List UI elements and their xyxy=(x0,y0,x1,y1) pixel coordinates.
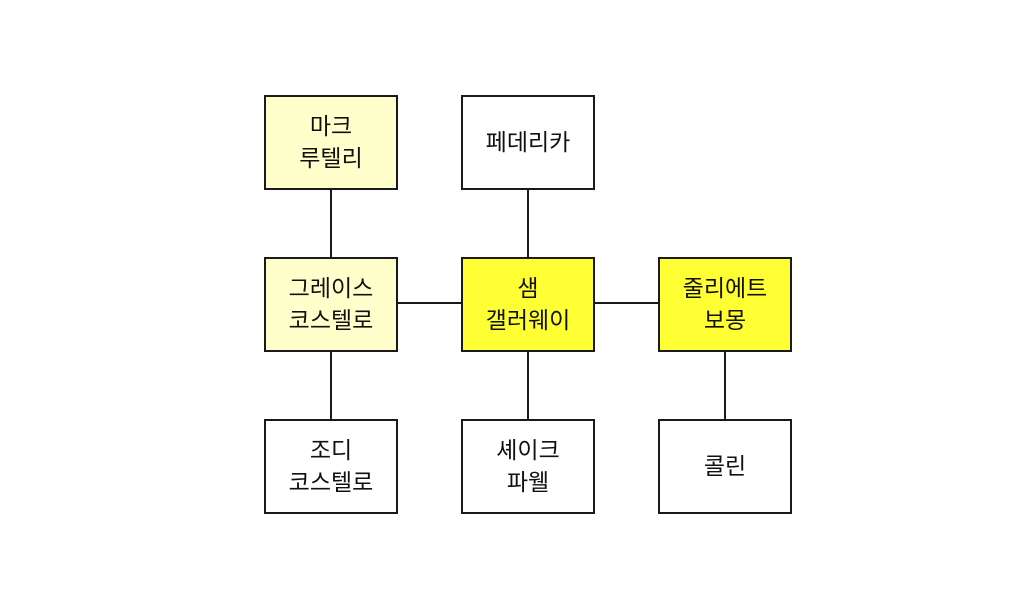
connector-sam-juliette xyxy=(594,302,660,304)
node-mark-line1: 마크 xyxy=(309,113,353,140)
node-shay-line1: 셰이크 xyxy=(496,437,560,464)
node-colin: 콜린 xyxy=(658,419,792,514)
node-sam: 샘 갤러웨이 xyxy=(461,257,595,352)
node-federica: 페데리카 xyxy=(461,95,595,190)
node-grace-line1: 그레이스 xyxy=(288,275,374,302)
node-juliette-line1: 줄리에트 xyxy=(682,275,768,302)
node-grace-line2: 코스텔로 xyxy=(288,307,374,334)
node-federica-line1: 페데리카 xyxy=(485,129,571,156)
node-jody: 조디 코스텔로 xyxy=(264,419,398,514)
node-juliette-line2: 보몽 xyxy=(703,307,747,334)
connector-sam-shay xyxy=(527,351,529,420)
connector-grace-sam xyxy=(397,302,463,304)
node-juliette: 줄리에트 보몽 xyxy=(658,257,792,352)
node-jody-line2: 코스텔로 xyxy=(288,469,374,496)
node-colin-line1: 콜린 xyxy=(703,453,747,480)
node-jody-line1: 조디 xyxy=(309,437,353,464)
node-mark: 마크 루텔리 xyxy=(264,95,398,190)
node-sam-line2: 갤러웨이 xyxy=(485,307,571,334)
connector-federica-sam xyxy=(527,189,529,258)
node-shay: 셰이크 파웰 xyxy=(461,419,595,514)
connector-mark-grace xyxy=(330,189,332,258)
node-mark-line2: 루텔리 xyxy=(299,145,363,172)
connector-juliette-colin xyxy=(724,351,726,420)
node-sam-line1: 샘 xyxy=(517,275,539,302)
node-shay-line2: 파웰 xyxy=(506,469,550,496)
node-grace: 그레이스 코스텔로 xyxy=(264,257,398,352)
connector-grace-jody xyxy=(330,351,332,420)
